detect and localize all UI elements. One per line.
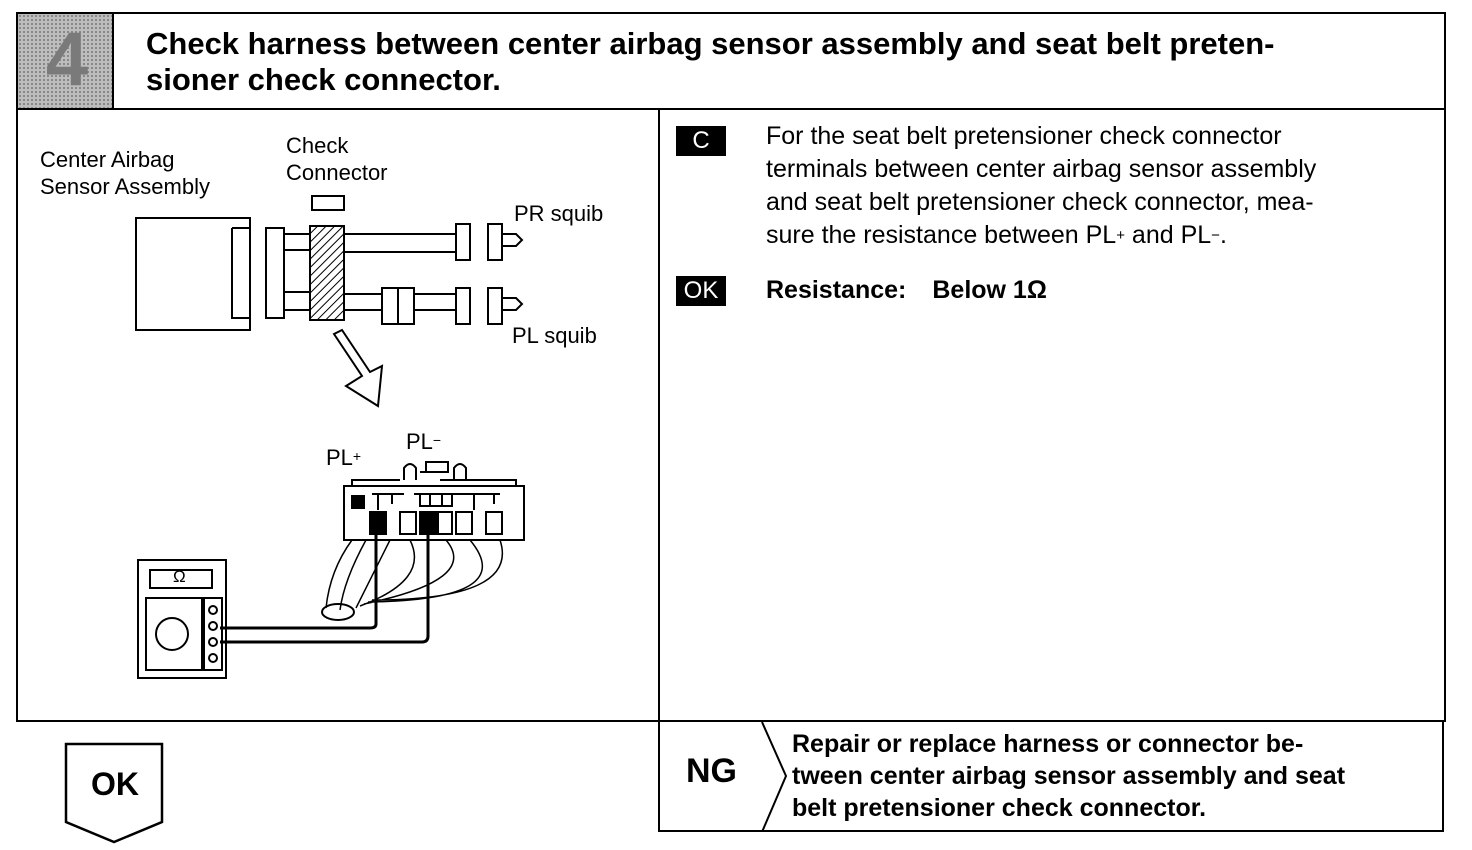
label-check-connector: Check Connector: [286, 133, 388, 185]
pl-wire-1: [344, 293, 382, 311]
label-pl-minus: PL−: [406, 429, 442, 454]
ok-arrow: [64, 742, 164, 844]
step-title-line-1: Check harness between center airbag sens…: [146, 26, 1275, 61]
label-pl-squib: PL squib: [512, 323, 597, 348]
resistance-value: Below 1Ω: [932, 276, 1047, 304]
step-title: Check harness between center airbag sens…: [146, 26, 1426, 98]
wire-upper-left: [284, 233, 310, 251]
pr-plug: [455, 223, 471, 261]
step-number-box: 4: [18, 14, 114, 108]
ohmmeter-symbol: Ω: [173, 567, 186, 586]
ng-result-box: [658, 720, 1444, 832]
sensor-assembly-body: [135, 217, 251, 331]
ohmmeter: [137, 559, 227, 679]
check-connector: [309, 225, 345, 321]
pl-squib-terminal: [502, 297, 524, 311]
condition-badge: C: [676, 126, 726, 156]
pl-inline-connector-b: [397, 287, 415, 325]
harness-bundle-end: [321, 603, 355, 621]
pl-plug: [455, 287, 471, 325]
label-pl-plus: PL+: [326, 445, 362, 470]
panel-divider: [658, 110, 660, 722]
spec-ok-badge: OK: [676, 276, 726, 306]
pl-squib-connector: [487, 287, 503, 325]
ok-result-label: OK: [91, 766, 139, 802]
pr-squib-connector: [487, 223, 503, 261]
resistance-label: Resistance:: [766, 276, 907, 304]
wire-lower-left: [284, 291, 310, 311]
ohmmeter-dial-frame: [145, 597, 203, 671]
lead-pl-plus: [220, 574, 378, 630]
label-pr-squib: PR squib: [514, 201, 604, 226]
harness-connector: [265, 227, 285, 319]
ng-result-label: NG: [686, 752, 737, 790]
step-title-line-2: sioner check connector.: [146, 62, 501, 97]
wiring-diagram: [135, 195, 525, 679]
step-number: 4: [45, 17, 88, 102]
zoom-arrow: [332, 328, 384, 408]
pl-wire-2: [414, 293, 456, 311]
ohmmeter-display: [149, 569, 213, 589]
sensor-assembly-connector: [231, 227, 250, 319]
step-header: [16, 12, 1446, 110]
ohmmeter-dial: [155, 617, 189, 651]
harness-bundle: [325, 539, 504, 611]
check-connector-cap: [311, 195, 345, 211]
pr-wire: [344, 233, 456, 253]
ohmmeter-jack-panel: [203, 597, 223, 671]
pl-inline-connector-a: [381, 287, 399, 325]
check-connector-face: [343, 461, 525, 541]
lead-pl-minus: [220, 574, 430, 644]
label-center-airbag-sensor: Center Airbag Sensor Assembly: [40, 147, 210, 199]
ng-chevron: [761, 722, 788, 832]
ng-action-text: Repair or replace harness or connector b…: [792, 730, 1346, 822]
pr-squib-terminal: [502, 233, 524, 247]
resistance-spec: Resistance: Below 1Ω: [766, 274, 1047, 307]
instruction-text: For the seat belt pretensioner check con…: [766, 122, 1317, 249]
